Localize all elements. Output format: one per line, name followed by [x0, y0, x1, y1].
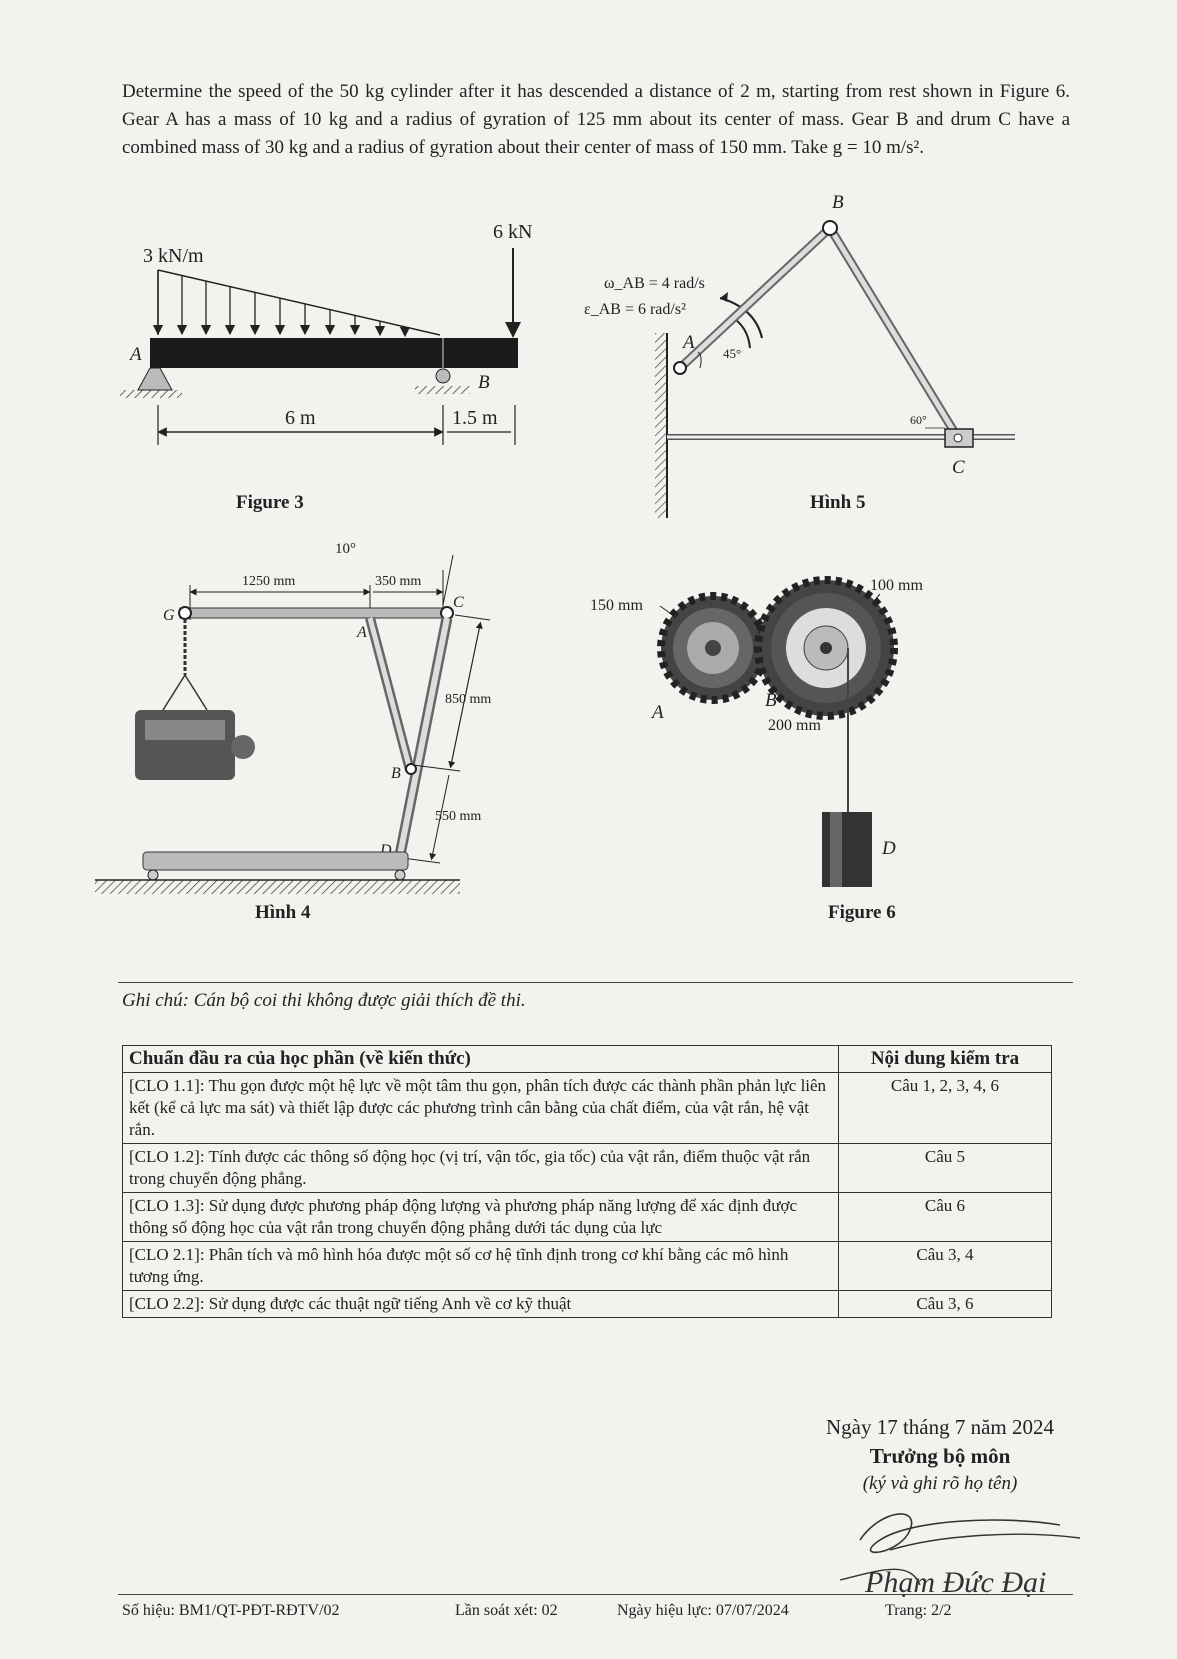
- figure-5-linkage-diagram: B ω_AB = 4 rad/s ε_AB = 6 rad/s² A 45° 6…: [584, 192, 1015, 518]
- epsilon-label: ε_AB = 6 rad/s²: [584, 301, 686, 318]
- point-b-label: B: [391, 765, 401, 782]
- angle-10: 10°: [335, 541, 356, 557]
- angle-60: 60°: [910, 413, 927, 427]
- point-b-label: B: [832, 192, 844, 213]
- clo-table: Chuẩn đầu ra của học phần (về kiến thức)…: [122, 1045, 1052, 1318]
- figure-3-caption: Figure 3: [236, 492, 304, 513]
- figure-5-caption: Hình 5: [810, 492, 866, 513]
- omega-label: ω_AB = 4 rad/s: [604, 275, 705, 292]
- point-c-label: C: [453, 594, 464, 611]
- point-a-label: A: [128, 344, 142, 365]
- header-outcome: Chuẩn đầu ra của học phần (về kiến thức): [122, 1045, 839, 1073]
- figure-4-crane-diagram: 10° 1250 mm 350 mm G A C B D 850 mm 550 …: [95, 541, 491, 894]
- table-row: [CLO 2.2]: Sử dụng được các thuật ngữ ti…: [122, 1290, 1052, 1318]
- dim-550: 550 mm: [435, 809, 481, 824]
- cylinder-d: [822, 812, 872, 887]
- angle-45: 45°: [723, 346, 741, 361]
- figure-4-caption: Hình 4: [255, 902, 311, 923]
- point-g-label: G: [163, 607, 175, 624]
- divider: [118, 982, 1073, 983]
- load-arrows: [152, 270, 411, 338]
- table-row: [CLO 2.1]: Phân tích và mô hình hóa được…: [122, 1241, 1052, 1291]
- handwritten-signature: Phạm Đức Đại: [839, 1513, 1081, 1599]
- footer-divider: [118, 1594, 1073, 1595]
- dim-6m: 6 m: [285, 407, 316, 429]
- figure-6-caption: Figure 6: [828, 902, 896, 923]
- point-c-label: C: [952, 457, 965, 478]
- point-a-label: A: [356, 624, 367, 641]
- sign-hint: (ký và ghi rõ họ tên): [862, 1473, 1018, 1494]
- footer-revision: Lần soát xét: 02: [455, 1602, 558, 1619]
- exam-note: Ghi chú: Cán bộ coi thi không được giải …: [122, 990, 526, 1011]
- point-a-label: A: [681, 332, 695, 353]
- table-row: [CLO 1.2]: Tính được các thông số động h…: [122, 1143, 1052, 1193]
- table-row: [CLO 1.1]: Thu gọn được một hệ lực về mộ…: [122, 1072, 1052, 1144]
- signature-block: Ngày 17 tháng 7 năm 2024 Trưởng bộ môn (…: [790, 1415, 1090, 1495]
- footer-code: Số hiệu: BM1/QT-PĐT-RĐTV/02: [122, 1602, 340, 1619]
- dim-1250: 1250 mm: [242, 574, 295, 589]
- signature-name: Phạm Đức Đại: [864, 1566, 1046, 1599]
- dim-150: 150 mm: [590, 597, 643, 614]
- force-label: 6 kN: [493, 221, 532, 243]
- point-d-label: D: [881, 838, 896, 859]
- figure-6-gear-diagram: 150 mm 100 mm A B 200 mm D: [590, 576, 923, 887]
- footer-page: Trang: 2/2: [885, 1602, 952, 1619]
- problem-text: Determine the speed of the 50 kg cylinde…: [122, 81, 1070, 158]
- sign-role: Trưởng bộ môn: [869, 1444, 1011, 1468]
- figure-3-beam-diagram: 3 kN/m 6 kN A B 6 m 1.5 m: [120, 221, 532, 445]
- beam: [150, 338, 518, 368]
- sign-date: Ngày 17 tháng 7 năm 2024: [825, 1415, 1055, 1439]
- dim-100: 100 mm: [870, 577, 923, 594]
- dim-200: 200 mm: [768, 717, 821, 734]
- table-row: [CLO 1.3]: Sử dụng được phương pháp động…: [122, 1192, 1052, 1242]
- point-a-label: A: [650, 702, 664, 723]
- header-content: Nội dung kiểm tra: [838, 1045, 1052, 1073]
- point-b-label: B: [478, 372, 490, 393]
- dim-1-5m: 1.5 m: [452, 407, 498, 429]
- dim-850: 850 mm: [445, 692, 491, 707]
- point-b-label: B: [765, 690, 777, 711]
- dim-350: 350 mm: [375, 574, 421, 589]
- load-label: 3 kN/m: [143, 245, 204, 267]
- footer-effective-date: Ngày hiệu lực: 07/07/2024: [617, 1602, 789, 1619]
